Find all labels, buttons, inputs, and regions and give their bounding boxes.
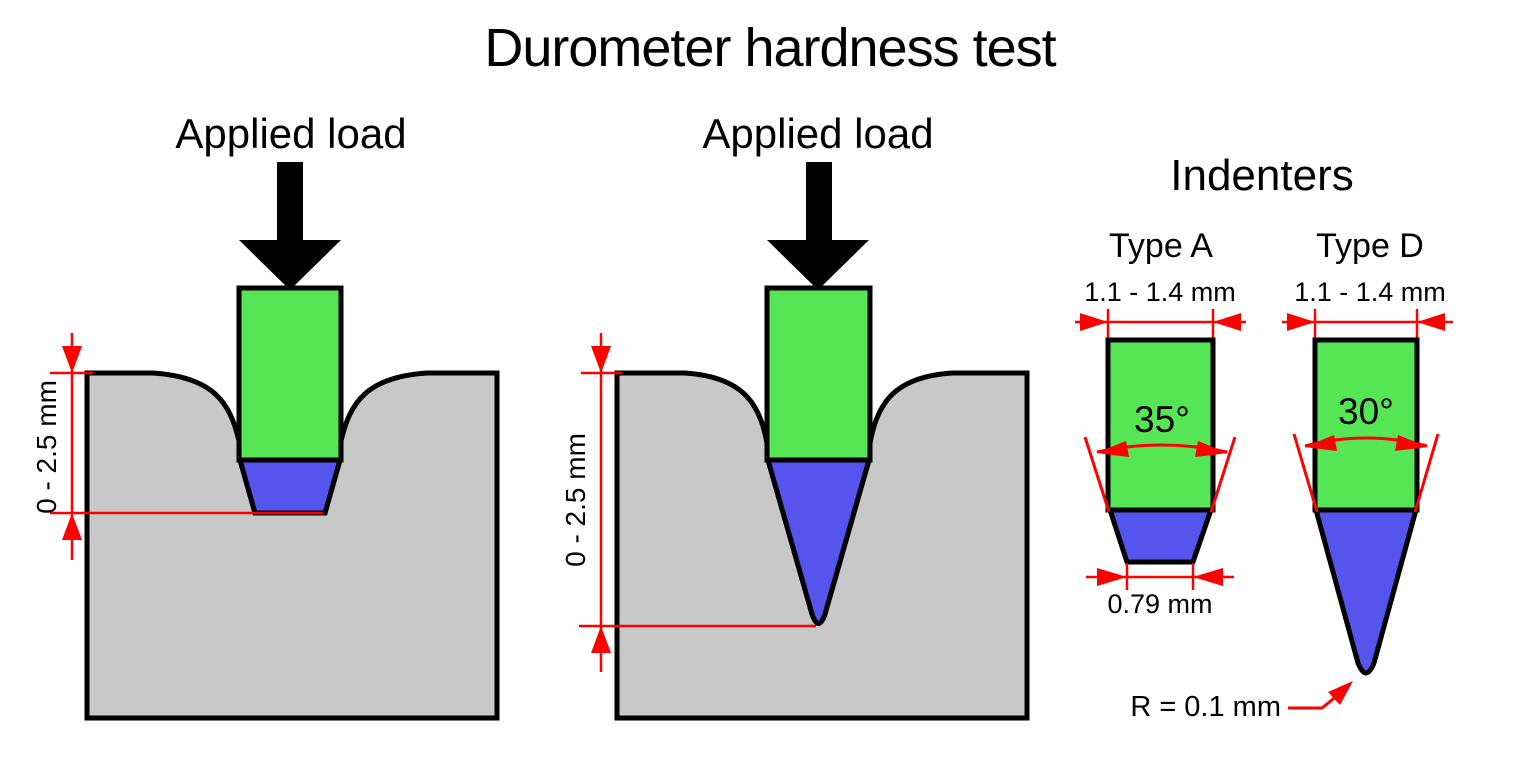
arrowhead-up-icon — [591, 626, 611, 653]
load-arrow-down-icon — [767, 162, 869, 290]
indenters-heading: Indenters — [1170, 151, 1353, 200]
depth-label-left: 0 - 2.5 mm — [31, 380, 62, 514]
indenter-shaft-middle — [764, 285, 873, 463]
arrowhead-right-icon — [1097, 568, 1127, 586]
indenter-tip-left — [236, 457, 344, 516]
type-a-diameter-label: 1.1 - 1.4 mm — [1084, 277, 1236, 307]
indenter-type-a: Type A 1.1 - 1.4 mm 35° 0.79 mm — [1075, 227, 1246, 619]
type-d-shaft — [1312, 337, 1420, 513]
arrowhead-up-icon — [62, 513, 82, 540]
type-d-angle-label: 30° — [1338, 391, 1394, 432]
arrowhead-right-icon — [1080, 313, 1108, 331]
applied-load-label-left: Applied load — [175, 110, 406, 157]
arrowhead-right-icon — [1195, 441, 1228, 457]
indenters-panel: Indenters Type A 1.1 - 1.4 mm 35° 0.79 m… — [1075, 151, 1453, 723]
arrowhead-down-icon — [591, 346, 611, 373]
arrowhead-left-icon — [1096, 441, 1129, 457]
arrowhead-up-right-icon — [1328, 681, 1353, 705]
type-d-diameter-label: 1.1 - 1.4 mm — [1294, 277, 1446, 307]
type-d-tip-radius-label: R = 0.1 mm — [1130, 691, 1281, 723]
arrowhead-down-icon — [62, 346, 82, 373]
type-d-angle-extension-left — [1292, 433, 1319, 513]
page-title: Durometer hardness test — [484, 18, 1056, 78]
arrowhead-left-icon — [1304, 435, 1337, 451]
type-a-tip-width-label: 0.79 mm — [1107, 589, 1212, 619]
indenter-tip-middle — [764, 457, 873, 626]
arrowhead-left-icon — [1213, 313, 1241, 331]
type-a-angle-label: 35° — [1134, 399, 1190, 440]
arrowhead-left-icon — [1417, 313, 1445, 331]
type-a-angle-extension-right — [1209, 436, 1237, 513]
depth-label-middle: 0 - 2.5 mm — [560, 433, 591, 567]
type-d-name: Type D — [1316, 227, 1424, 265]
arrowhead-right-icon — [1395, 435, 1428, 451]
type-d-tip — [1312, 507, 1420, 676]
type-d-radius-leader-line — [1288, 693, 1339, 710]
type-a-angle-extension-left — [1083, 436, 1111, 513]
applied-load-label-middle: Applied load — [702, 110, 933, 157]
type-a-name: Type A — [1109, 227, 1213, 265]
type-a-test-diagram: Applied load 0 - 2.5 mm — [31, 110, 500, 721]
type-d-test-diagram: Applied load 0 - 2.5 mm — [560, 110, 1030, 721]
indenter-type-d: Type D 1.1 - 1.4 mm 30° R = 0.1 mm — [1130, 227, 1453, 723]
arrowhead-right-icon — [1287, 313, 1315, 331]
type-a-tip — [1106, 507, 1215, 565]
type-a-shaft — [1105, 337, 1216, 513]
indenter-shaft-left — [236, 285, 344, 463]
load-arrow-down-icon — [239, 162, 341, 290]
arrowhead-left-icon — [1193, 568, 1223, 586]
type-d-angle-extension-right — [1413, 433, 1440, 513]
